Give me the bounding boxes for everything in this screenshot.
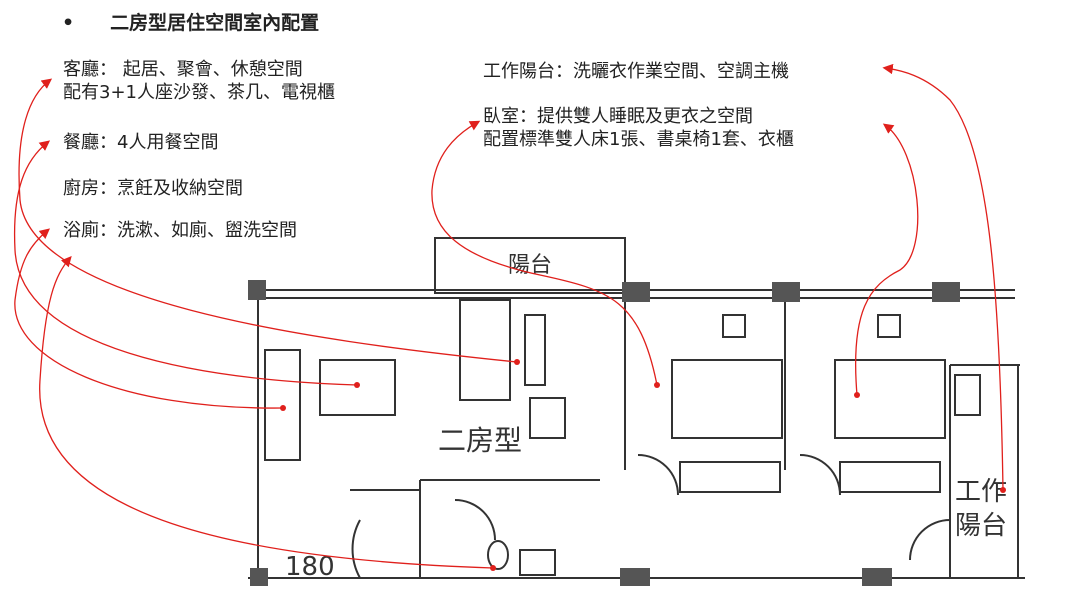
dimension-label: 180	[285, 552, 335, 582]
work-balcony-desc: 工作陽台：洗曬衣作業空間、空調主機	[483, 61, 789, 82]
arrow-work-balcony	[882, 63, 1004, 491]
bedroom-line2: 配置標準雙人床1張、書桌椅1套、衣櫃	[483, 129, 794, 150]
bedroom-line1: 臥室：提供雙人睡眠及更衣之空間	[483, 106, 753, 127]
dining-room-desc: 餐廳：4人用餐空間	[63, 132, 219, 153]
arrow-bedroom-1	[431, 120, 658, 386]
callout-arrows	[13, 63, 1004, 569]
work-balcony-label-2: 陽台	[955, 511, 1007, 541]
bedroom-desc: 臥室：提供雙人睡眠及更衣之空間配置標準雙人床1張、書桌椅1套、衣櫃	[483, 105, 794, 151]
balcony-label: 陽台	[508, 253, 552, 278]
unit-type-label: 二房型	[438, 424, 522, 457]
arrow-living-room	[18, 78, 518, 363]
title-text: 二房型居住空間室內配置	[110, 12, 320, 34]
living-room-line2: 配有3+1人座沙發、茶几、電視櫃	[63, 82, 335, 103]
kitchen-desc: 廚房：烹飪及收納空間	[63, 178, 243, 199]
arrow-dining-room	[13, 140, 358, 386]
living-room-desc: 客廳： 起居、聚會、休憩空間配有3+1人座沙發、茶几、電視櫃	[63, 58, 335, 104]
arrow-bedroom-2	[854, 123, 919, 396]
page-title: • 二房型居住空間室內配置	[62, 8, 319, 35]
bathroom-desc: 浴廁：洗漱、如廁、盥洗空間	[63, 220, 297, 241]
bullet: •	[62, 12, 75, 34]
columns	[248, 280, 960, 586]
arrow-kitchen	[14, 228, 284, 409]
walls	[248, 237, 1025, 585]
work-balcony-label-1: 工作	[955, 477, 1007, 507]
arrow-bathroom	[39, 256, 494, 569]
living-room-line1: 客廳： 起居、聚會、休憩空間	[63, 59, 303, 80]
